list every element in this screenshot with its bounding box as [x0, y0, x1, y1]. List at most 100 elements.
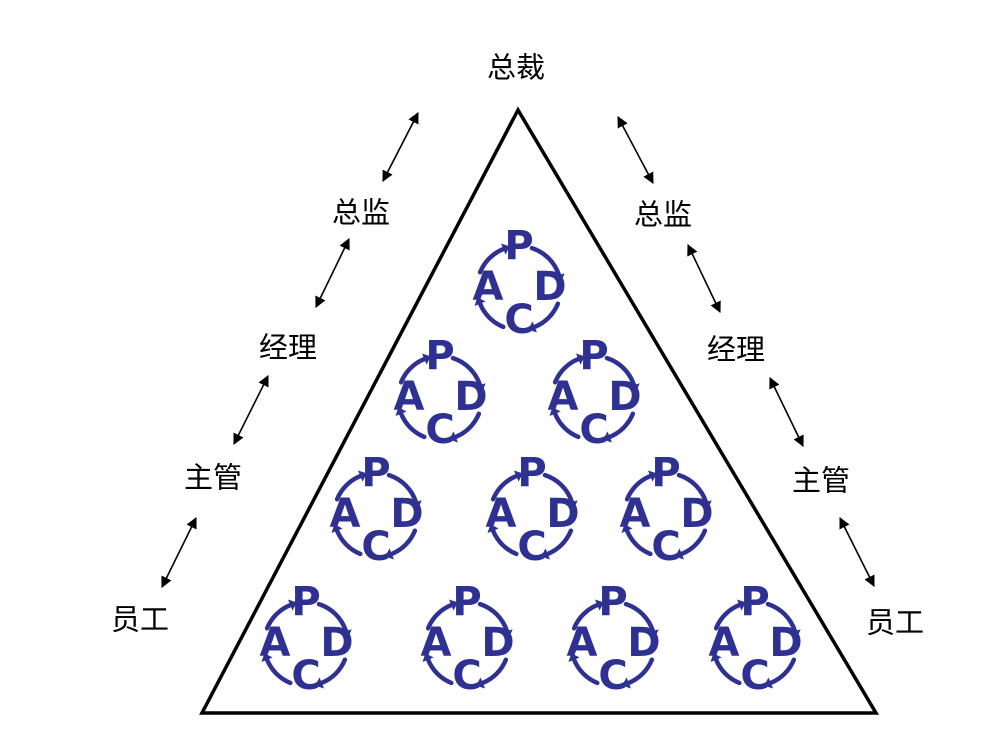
- left-level-4: 员工: [110, 602, 170, 637]
- pyramid-triangle: [199, 106, 880, 715]
- cycle-arc: [607, 411, 636, 440]
- cycle-arc: [450, 355, 483, 388]
- cycle-arrowhead: [501, 629, 513, 638]
- cycle-arrowhead: [476, 677, 485, 689]
- cycle-arc: [571, 657, 600, 686]
- cycle-arrowhead: [288, 599, 297, 611]
- cycle-letter-bottom: C: [452, 653, 481, 699]
- cycle-arc: [623, 601, 656, 634]
- cycle-arrowhead: [358, 470, 367, 482]
- cycle-arc: [316, 601, 349, 634]
- cycle-letter-top: P: [291, 579, 320, 625]
- cycle-arrowhead: [595, 599, 604, 611]
- right-level-3: 主管: [791, 463, 851, 498]
- cycle-letter-bottom: C: [579, 407, 608, 453]
- cycle-arrowhead: [410, 500, 422, 509]
- cycle-arrowhead: [737, 599, 746, 611]
- cycle-letter-right: D: [680, 491, 713, 537]
- cycle-letter-bottom: C: [651, 524, 680, 570]
- cycle-arrowhead: [576, 353, 585, 365]
- cycle-letter-right: D: [533, 264, 566, 310]
- double-arrow-4: [161, 516, 197, 589]
- right-level-2: 经理: [706, 332, 766, 367]
- cycle-arc: [490, 528, 519, 557]
- cycle-arc: [604, 355, 637, 388]
- cycle-arrowhead: [710, 653, 722, 662]
- cycle-letter-top: P: [598, 579, 627, 625]
- cycle-arrowhead: [700, 500, 712, 509]
- cycle-arc: [545, 528, 574, 557]
- cycle-letter-right: D: [481, 620, 514, 666]
- cycle-arc: [477, 246, 506, 275]
- cycle-letter-bottom: C: [291, 653, 320, 699]
- cycle-arrowhead: [789, 629, 801, 638]
- cycle-arc: [264, 602, 293, 631]
- cycle-arc: [334, 528, 363, 557]
- cycle-arrowhead: [675, 548, 684, 560]
- cycle-letter-bottom: C: [598, 653, 627, 699]
- cycle-arc: [529, 245, 562, 278]
- cycle-letter-right: D: [454, 374, 487, 420]
- cycle-letter-top: P: [504, 223, 533, 269]
- cycle-letter-left: A: [548, 374, 579, 420]
- cycle-letter-right: D: [608, 374, 641, 420]
- double-arrow-6: [687, 243, 721, 314]
- cycle-letter-right: D: [627, 620, 660, 666]
- cycle-letter-top: P: [740, 579, 769, 625]
- left-level-1: 总监: [331, 195, 391, 230]
- cycle-arrowhead: [566, 500, 578, 509]
- cycle-arrowhead: [501, 243, 510, 255]
- cycle-arc: [425, 602, 454, 631]
- cycle-arrowhead: [764, 677, 773, 689]
- cycle-letter-left: A: [709, 620, 740, 666]
- cycle-arrowhead: [331, 524, 343, 533]
- cycle-letter-bottom: C: [504, 297, 533, 343]
- cycle-arc: [264, 657, 293, 686]
- cycle-arc: [542, 472, 575, 505]
- cycle-letter-right: D: [390, 491, 423, 537]
- cycle-letter-left: A: [394, 374, 425, 420]
- cycle-arc: [334, 473, 363, 502]
- cycle-arc: [713, 602, 742, 631]
- cycle-arc: [477, 601, 510, 634]
- cycle-letter-top: P: [651, 450, 680, 496]
- cycle-arc: [624, 528, 653, 557]
- cycle-letter-right: D: [546, 491, 579, 537]
- cycle-letter-left: A: [330, 491, 361, 537]
- cycle-arrowhead: [622, 677, 631, 689]
- cycle-letter-bottom: C: [425, 407, 454, 453]
- cycle-arc: [319, 657, 348, 686]
- double-arrow-8: [839, 516, 875, 588]
- cycle-arc: [552, 411, 581, 440]
- cycle-arrowhead: [385, 548, 394, 560]
- cycle-arrowhead: [553, 273, 565, 282]
- hierarchy-arrows: [161, 112, 875, 589]
- cycle-letter-top: P: [517, 450, 546, 496]
- cycle-letter-top: P: [452, 579, 481, 625]
- cycle-arrowhead: [648, 470, 657, 482]
- cycle-arrowhead: [603, 431, 612, 443]
- cycle-arrowhead: [568, 653, 580, 662]
- cycle-letter-left: A: [473, 264, 504, 310]
- left-level-3: 主管: [183, 460, 243, 495]
- cycle-arc: [480, 657, 509, 686]
- cycle-arrowhead: [449, 431, 458, 443]
- cycle-letter-right: D: [769, 620, 802, 666]
- cycle-letter-left: A: [620, 491, 651, 537]
- cycle-letter-top: P: [579, 333, 608, 379]
- cycle-arc: [490, 473, 519, 502]
- cycle-letter-top: P: [361, 450, 390, 496]
- cycle-arc: [386, 472, 419, 505]
- cycle-arrowhead: [474, 383, 486, 392]
- cycle-arc: [398, 356, 427, 385]
